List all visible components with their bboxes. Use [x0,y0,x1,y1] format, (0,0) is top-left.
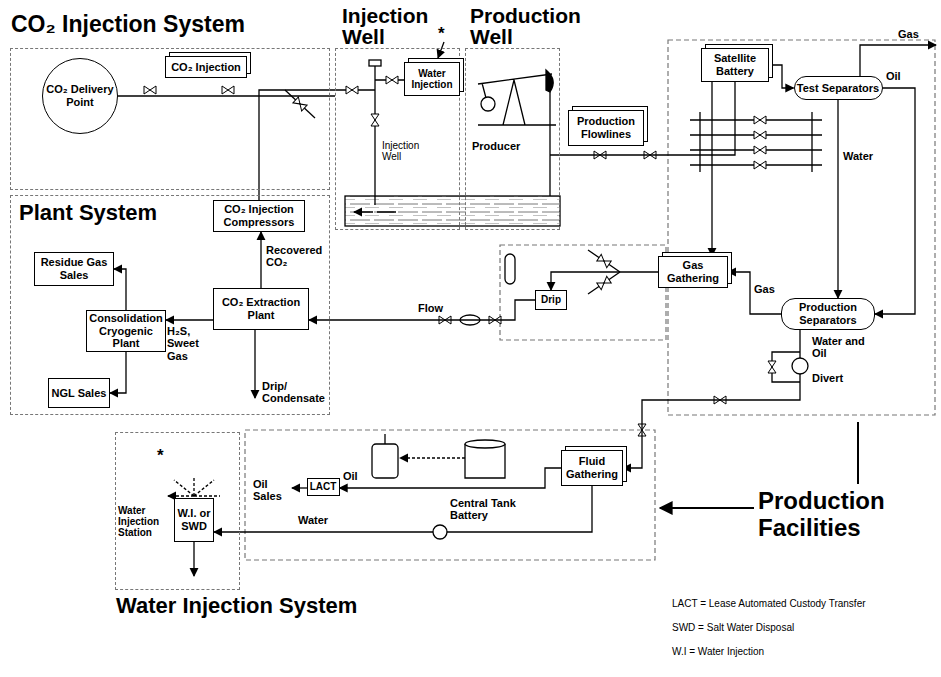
node-label: CO₂ Injection [171,61,241,74]
separator-vessel: Production Separators [781,298,875,330]
flow-label: H₂S, Sweet Gas [167,325,211,362]
well-label: Injection Well [382,140,434,162]
equipment-label: Divert [812,372,854,384]
pump-jack [478,70,560,196]
process-box: Drip [535,290,567,310]
node-label: CO₂ Extraction Plant [214,296,308,321]
star-callout: * [438,24,452,43]
process-box: Residue Gas Sales [34,252,114,286]
facility-region-outline [245,40,935,560]
test-manifold [690,112,822,172]
region-heading: Production Well [470,5,600,47]
stream-label: Gas [898,28,928,40]
reservoir-layers [345,196,560,226]
pipe-connector [837,100,838,298]
tank [465,444,505,478]
equipment-box: CO₂ Injection [165,56,247,78]
pipe-connector [623,330,800,468]
flow-label: Recovered CO₂ [266,244,328,269]
station-label: Water Injection Station [118,505,174,539]
pipe-connector [769,65,794,88]
equipment-box: Satellite Battery [701,48,769,82]
equipment-box: Gas Gathering [658,256,728,288]
injection-well [335,66,408,205]
separator-vessel: Test Separators [794,76,883,100]
abbreviation-note: W.I = Water Injection [672,646,934,657]
process-box: LACT [307,478,340,496]
flow-label: Water and Oil [812,335,874,360]
flow-label: Water [298,514,338,526]
pipe-connector [551,272,658,290]
delivery-point-circle: CO₂ Delivery Point [42,58,118,134]
section-heading: Production Facilities [758,488,928,542]
stream-label: Oil Sales [253,478,289,503]
node-label: Consolidation Cryogenic Plant [87,312,165,350]
system-region: Production Well [465,48,560,230]
region-heading: Plant System [19,202,219,224]
flow-label: Oil [886,70,910,82]
node-label: Test Separators [797,82,879,95]
flow-label: Water [843,150,883,162]
node-label: W.I. or SWD [175,507,213,532]
node-label: Production Flowlines [569,115,643,140]
process-box: W.I. or SWD [174,498,214,542]
node-label: Water Injection [405,68,459,91]
node-label: CO₂ Delivery Point [43,83,117,108]
abbreviation-note: LACT = Lease Automated Custody Transfer [672,598,934,609]
pipe-connector [166,319,213,320]
process-box: Consolidation Cryogenic Plant [86,310,166,352]
pipe-connector [259,90,335,200]
pipe-fittings [168,42,936,576]
flow-label: Oil [343,470,367,482]
equipment-label: Central Tank Battery [450,497,532,522]
valve-symbols [144,76,776,436]
flow-label: Flow [418,302,448,314]
node-label: NGL Sales [52,387,107,400]
pipe-connector [114,269,126,310]
node-label: Gas Gathering [659,259,727,284]
process-box: CO₂ Injection Compressors [213,200,305,232]
heater-treater [372,444,398,478]
node-label: Fluid Gathering [562,455,622,480]
node-label: LACT [310,481,337,493]
pipe-connector [309,300,535,320]
process-box: NGL Sales [48,378,110,408]
equipment-box: Water Injection [404,62,460,96]
abbreviation-note: SWD = Salt Water Disposal [672,622,934,633]
node-label: Production Separators [782,301,874,326]
region-heading: Water Injection System [116,595,416,617]
pipe-connector [711,82,712,256]
node-label: Residue Gas Sales [35,256,113,281]
equipment-box: Production Flowlines [568,110,644,146]
system-region: Injection Well Water Injection [335,48,460,230]
process-box: CO₂ Extraction Plant [213,288,309,330]
node-label: Drip [541,294,561,306]
pipe-connector [875,88,915,314]
node-label: CO₂ Injection Compressors [214,203,304,228]
system-region: CO₂ Injection SystemCO₂ Delivery PointCO… [10,48,330,190]
star-callout: * [157,446,171,465]
flow-label: Gas [754,283,780,295]
stream-label: Drip/ Condensate [262,380,328,405]
pipe-connector [560,82,735,155]
pipe-connector [110,352,126,393]
pipe-connector [728,272,781,314]
node-label: Satellite Battery [702,52,768,77]
pipe-connector [260,232,261,288]
region-heading: CO₂ Injection System [11,13,331,36]
well-label: Producer [472,140,528,152]
equipment-box: Fluid Gathering [561,450,623,486]
pipe-connector [340,468,562,488]
pipe-connector [118,95,335,96]
